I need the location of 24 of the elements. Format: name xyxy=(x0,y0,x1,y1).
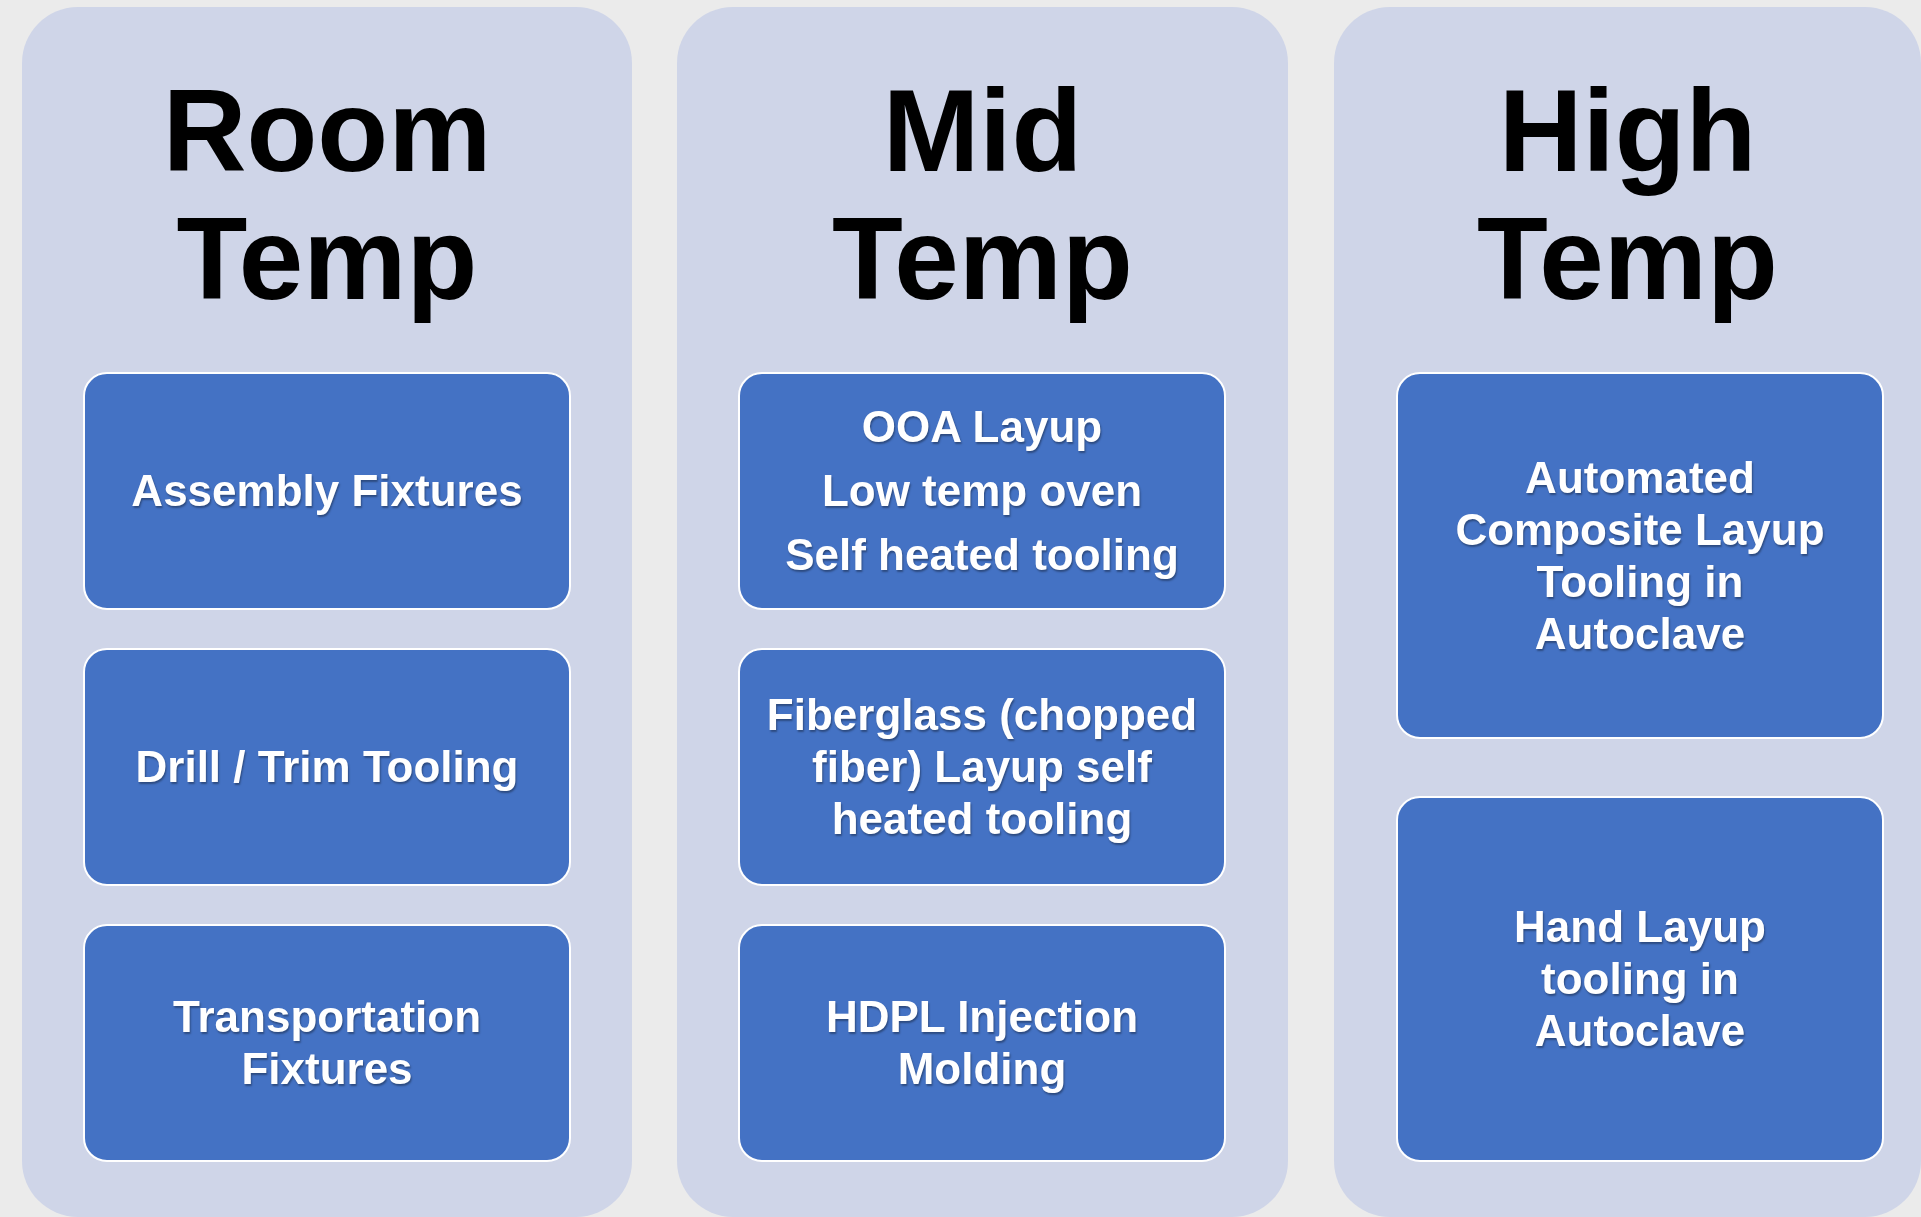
box-label: Assembly Fixtures xyxy=(131,465,523,517)
category-box xyxy=(83,924,571,1162)
box-label: Hand Layup tooling in Autoclave xyxy=(1513,901,1767,1057)
column-panel xyxy=(22,7,632,1217)
column-panel xyxy=(1334,7,1921,1217)
category-box xyxy=(1396,796,1884,1162)
box-label: OOA Layup xyxy=(861,401,1103,453)
box-label: Transportation Fixtures xyxy=(172,991,482,1095)
column-heading: Room Temp xyxy=(161,67,493,323)
category-box xyxy=(738,372,1226,610)
column-heading: High Temp xyxy=(1476,67,1779,323)
box-label: Self heated tooling xyxy=(785,529,1179,581)
column-heading: Mid Temp xyxy=(831,67,1134,323)
box-label: Automated Composite Layup Tooling in Autoclave xyxy=(1454,451,1826,660)
box-label: Fiberglass (chopped fiber) Layup self heated tooling xyxy=(766,689,1198,845)
box-label: HDPL Injection Molding xyxy=(824,991,1140,1095)
category-box xyxy=(738,924,1226,1162)
box-label: Low temp oven xyxy=(821,465,1143,517)
category-box xyxy=(83,372,571,610)
box-label: Drill / Trim Tooling xyxy=(135,741,519,793)
category-box xyxy=(83,648,571,886)
category-box xyxy=(1396,372,1884,739)
category-box xyxy=(738,648,1226,886)
column-panel xyxy=(677,7,1288,1217)
